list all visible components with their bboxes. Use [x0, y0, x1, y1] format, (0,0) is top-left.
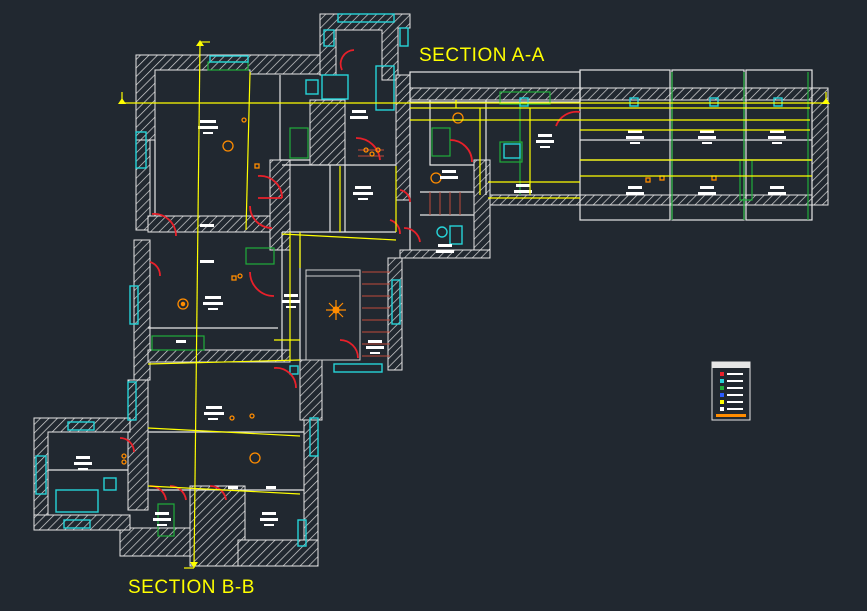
wall-hatching: [33, 13, 829, 567]
light-fixtures: [121, 112, 717, 465]
staircase: [358, 149, 461, 357]
room-tags: [74, 110, 786, 526]
section-cut-lines: [122, 41, 826, 569]
section-arrow-stubs: [121, 41, 827, 569]
section-b-label: SECTION B-B: [128, 577, 255, 598]
interior-walls: [48, 69, 813, 491]
windows: [35, 13, 783, 547]
stair-railing: [305, 269, 361, 361]
chandelier-icon: [326, 300, 346, 320]
legend-box: [711, 361, 751, 421]
section-a-label: SECTION A-A: [419, 45, 545, 66]
